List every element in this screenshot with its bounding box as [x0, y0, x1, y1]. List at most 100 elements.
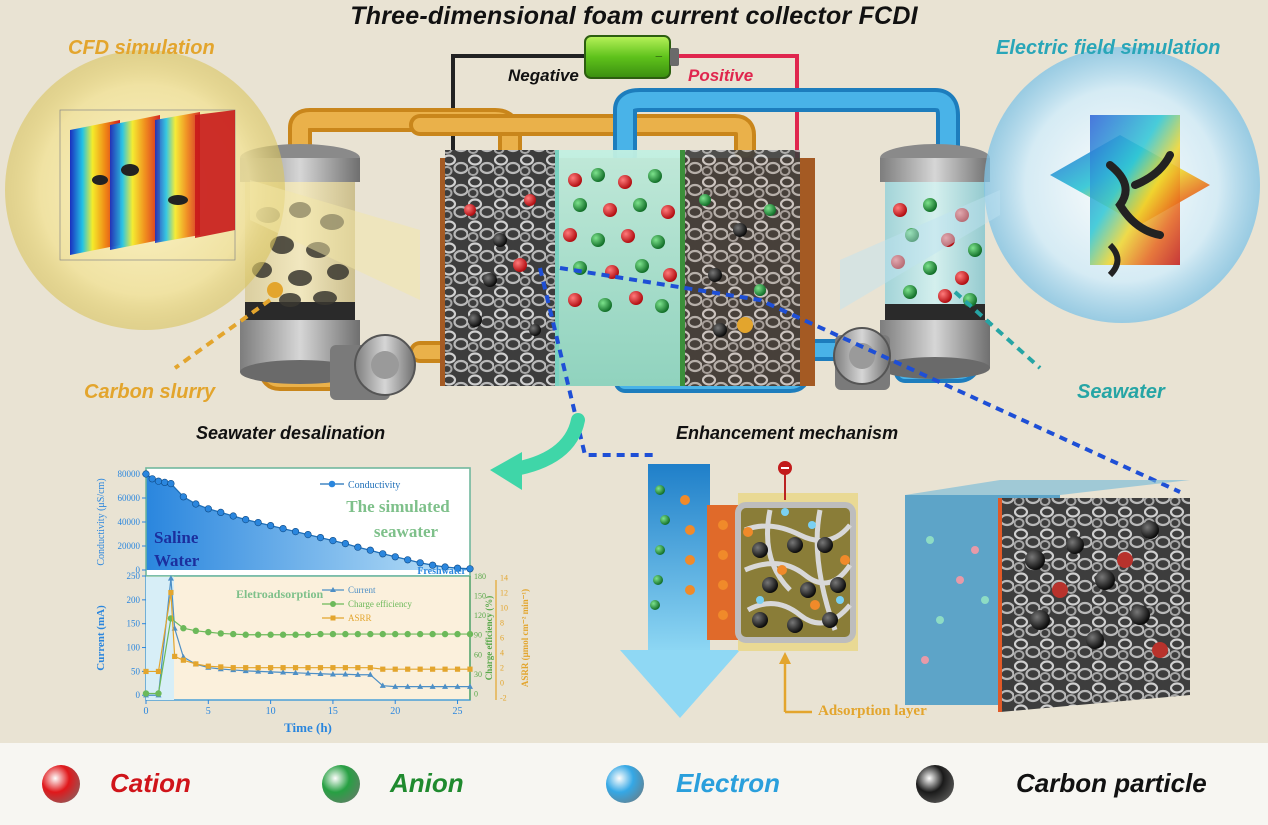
efficiency-point [416, 630, 424, 638]
efficiency-point [142, 690, 150, 697]
xlabel: Time (h) [284, 720, 332, 735]
right1-tick-label: 60 [474, 650, 482, 659]
svg-text:−: − [655, 50, 663, 65]
asrr-point [218, 664, 224, 670]
bottom-ytick-label: 150 [127, 619, 141, 629]
efficiency-point [429, 630, 436, 638]
saline-water-area [146, 474, 470, 570]
legend-label: Current [348, 585, 376, 595]
asrr-point [205, 663, 211, 669]
asrr-point [155, 668, 162, 675]
conductivity-point [254, 518, 262, 527]
xtick-label: 5 [206, 706, 211, 717]
right2-tick-label: 0 [500, 679, 504, 688]
asrr-point [243, 665, 249, 671]
circuit-wires [451, 54, 799, 180]
efficiency-point [392, 630, 399, 638]
conductivity-point [279, 524, 287, 533]
current-point [467, 683, 473, 689]
asrr-point [342, 665, 348, 671]
right1-tick-label: 120 [474, 611, 486, 620]
conductivity-point [267, 521, 275, 530]
conductivity-point [453, 564, 462, 572]
legend-label-anion: Anion [390, 768, 464, 798]
figure-title: Three-dimensional foam current collector… [350, 2, 918, 30]
top-legend: Conductivity [320, 480, 400, 491]
current-point [280, 669, 287, 675]
conductivity-point [391, 553, 399, 561]
right2-tick-label: 10 [500, 604, 508, 613]
asrr-point [292, 665, 299, 671]
conductivity-point [179, 493, 187, 501]
enhancement-mechanism-label: Enhancement mechanism [676, 423, 899, 443]
green-flow-arrow [490, 413, 585, 490]
conductivity-point [304, 530, 312, 539]
xtick-label: 15 [328, 706, 338, 717]
asrr-point [317, 665, 324, 671]
bottom-ytick-label: 200 [127, 595, 141, 605]
left-pump-icon [330, 334, 416, 400]
efficiency-point [379, 630, 386, 638]
asrr-point [168, 589, 174, 596]
efficiency-point [441, 630, 449, 638]
foam-box-inset [905, 480, 1190, 712]
conductivity-point [379, 550, 387, 558]
conductivity-point [341, 539, 349, 548]
right2-tick-label: 2 [500, 664, 504, 673]
asrr-point [380, 666, 386, 672]
efficiency-point [279, 631, 287, 638]
asrr-point [255, 665, 261, 671]
right2-ylabel: ASRR (μmol cm⁻² min⁻¹) [520, 589, 530, 687]
efficiency-point [230, 630, 237, 638]
right2-tick-label: -2 [500, 694, 507, 703]
annotation-water: Water [154, 551, 200, 570]
efficiency-point [192, 627, 200, 635]
top-ytick-label: 80000 [118, 469, 141, 479]
enhancement-mechanism-inset [620, 461, 858, 718]
bottom-ytick-label: 250 [127, 571, 141, 581]
conductivity-point [366, 546, 374, 554]
asrr-point [355, 665, 361, 671]
right2-tick-label: 12 [500, 589, 508, 598]
current-point [267, 668, 274, 675]
conductivity-point [466, 565, 474, 573]
asrr-point [367, 665, 373, 671]
conductivity-point [441, 563, 449, 571]
current-point [417, 683, 424, 689]
asrr-point [193, 661, 199, 667]
current-point [329, 671, 336, 677]
asrr-point [454, 666, 461, 672]
efficiency-point [292, 631, 299, 638]
right-pump-icon [833, 327, 891, 390]
top-ytick-label: 40000 [118, 517, 141, 527]
efficiency-point [329, 630, 337, 638]
efficiency-point [267, 631, 274, 638]
right-electrode-particles [699, 194, 776, 337]
fcdi-cell [440, 150, 815, 386]
efficiency-point [454, 630, 461, 638]
legend-ball-anion [322, 765, 360, 803]
xtick-label: 10 [266, 706, 276, 717]
current-point [255, 668, 262, 674]
current-point [242, 667, 249, 674]
current-point [392, 683, 399, 689]
asrr-point [172, 653, 178, 660]
bottom-ytick-label: 100 [127, 643, 141, 653]
current-point [429, 683, 436, 689]
right2-tick-label: 4 [500, 649, 504, 658]
legend-marker [330, 587, 336, 592]
asrr-point [442, 666, 448, 672]
asrr-line [146, 592, 470, 673]
right2-tick-label: 8 [500, 619, 504, 628]
conductivity-point [217, 508, 225, 517]
efficiency-point [404, 630, 411, 638]
current-point [167, 575, 174, 581]
conductivity-point [161, 478, 169, 487]
annotation-simulated: The simulated [346, 497, 450, 516]
current-point [292, 669, 299, 676]
carbon-slurry-label: Carbon slurry [84, 381, 216, 403]
seawater-desalination-label: Seawater desalination [196, 423, 386, 443]
legend-conductivity-label: Conductivity [348, 480, 400, 491]
xtick-label: 20 [390, 706, 400, 717]
